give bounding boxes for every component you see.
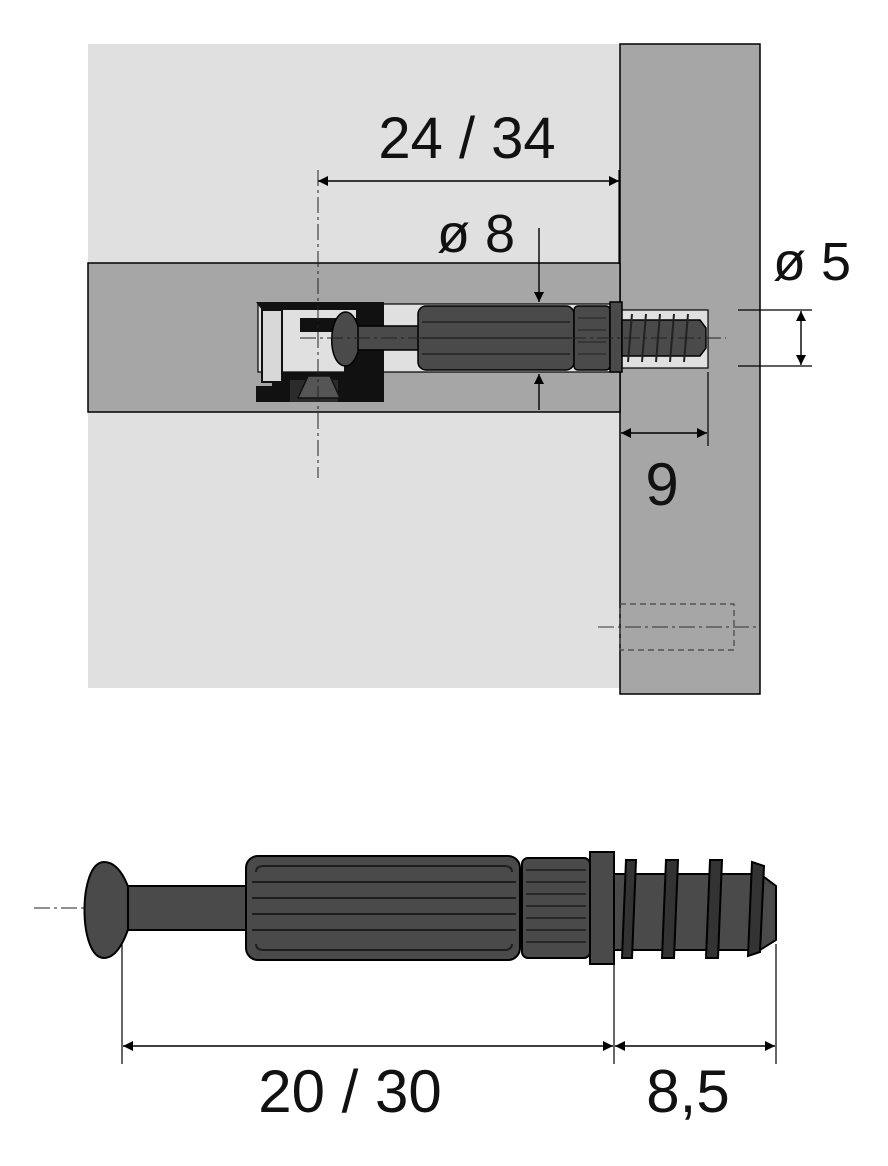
- bolt-shaft: [127, 885, 253, 931]
- dim-connector-depth: 24 / 34: [318, 106, 620, 264]
- dim-label-bolt-length: 20 / 30: [258, 1058, 442, 1125]
- dim-label-connector-depth: 24 / 34: [378, 106, 555, 171]
- dim-sleeve-diameter: ø 8: [437, 204, 544, 410]
- bolt-flange: [589, 851, 615, 965]
- dim-thread-diameter: ø 5: [738, 232, 851, 367]
- dim-label-thread-diameter: ø 5: [773, 232, 851, 292]
- dim-label-thread-depth: 9: [645, 451, 678, 518]
- side-panel: [619, 43, 761, 695]
- dim-label-thread-length: 8,5: [646, 1058, 729, 1125]
- bolt-sleeve: [245, 855, 521, 961]
- dim-thread-depth: 9: [621, 372, 709, 518]
- bolt-head: [83, 860, 131, 960]
- dim-label-sleeve-diameter: ø 8: [437, 204, 515, 264]
- bolt-thread: [613, 859, 777, 959]
- dim-thread-length: 8,5: [615, 1041, 775, 1125]
- assembly-view: 24 / 34 ø 8 ø 5 9: [87, 43, 851, 695]
- dim-bolt-length: 20 / 30: [123, 1041, 613, 1125]
- bolt-collar: [521, 857, 591, 959]
- bolt-detail-view: 20 / 30 8,5: [34, 851, 777, 1125]
